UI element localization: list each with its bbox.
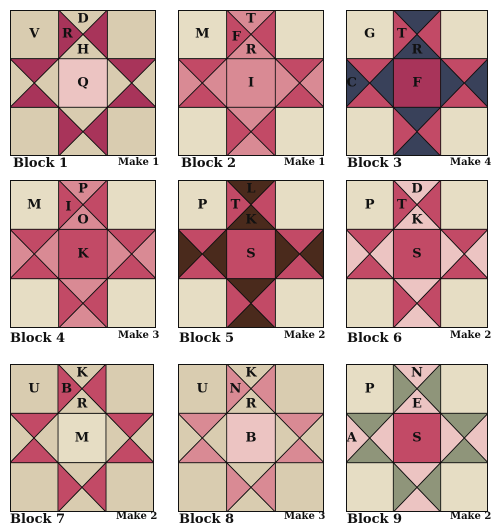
- piece-letter: T: [397, 28, 407, 41]
- corner-square: [10, 463, 58, 512]
- block-2-name: Block 2: [181, 156, 236, 171]
- piece-letter: K: [245, 366, 256, 379]
- corner-square: [10, 279, 59, 328]
- block-7-make: Make 2: [116, 511, 157, 522]
- piece-letter: S: [412, 248, 421, 261]
- block-1-make: Make 1: [118, 157, 159, 168]
- piece-letter: D: [77, 12, 88, 25]
- corner-square: [10, 107, 59, 156]
- piece-letter: P: [197, 198, 207, 211]
- corner-square: [441, 463, 488, 512]
- corner-square: [441, 279, 488, 328]
- corner-square: [441, 10, 488, 59]
- piece-letter: Q: [77, 77, 88, 90]
- block-5-make: Make 2: [284, 330, 325, 341]
- block-4: M PIO K: [10, 180, 156, 328]
- block-3-make: Make 4: [450, 157, 491, 168]
- piece-letter: M: [27, 198, 41, 211]
- corner-square: [275, 107, 324, 156]
- piece-letter: R: [62, 28, 73, 41]
- corner-square: [178, 279, 227, 328]
- corner-square: [107, 180, 156, 229]
- piece-letter: R: [77, 398, 88, 411]
- piece-letter: T: [246, 12, 256, 25]
- corner-square: [178, 463, 227, 512]
- piece-letter: S: [412, 432, 421, 445]
- piece-letter: N: [229, 382, 241, 395]
- piece-letter: C: [346, 77, 356, 90]
- piece-letter: R: [412, 43, 423, 56]
- piece-letter: U: [28, 382, 39, 395]
- block-3-name: Block 3: [347, 156, 402, 171]
- piece-letter: O: [77, 214, 88, 227]
- corner-square: [107, 10, 156, 59]
- piece-letter: K: [245, 214, 256, 227]
- block-3: G TR C F: [346, 10, 488, 156]
- corner-square: [441, 364, 488, 413]
- corner-square: [275, 10, 324, 59]
- piece-letter: A: [347, 432, 357, 445]
- piece-letter: V: [29, 28, 39, 41]
- corner-square: [275, 463, 324, 512]
- block-6-name: Block 6: [347, 331, 402, 346]
- block-8-make: Make 3: [284, 511, 325, 522]
- piece-letter: R: [246, 43, 257, 56]
- piece-letter: H: [77, 43, 89, 56]
- corner-square: [346, 107, 393, 156]
- piece-letter: L: [246, 182, 255, 195]
- corner-square: [346, 279, 393, 328]
- corner-square: [346, 463, 393, 512]
- block-2-make: Make 1: [284, 157, 325, 168]
- block-9: P N E A S: [346, 364, 488, 512]
- corner-square: [275, 279, 324, 328]
- piece-letter: P: [365, 198, 375, 211]
- piece-letter: F: [412, 77, 421, 90]
- piece-letter: U: [197, 382, 208, 395]
- block-6-make: Make 2: [450, 330, 491, 341]
- block-4-make: Make 3: [118, 330, 159, 341]
- corner-square: [106, 364, 154, 413]
- corner-square: [178, 107, 227, 156]
- piece-letter: K: [76, 366, 87, 379]
- piece-letter: F: [232, 30, 241, 43]
- corner-square: [441, 107, 488, 156]
- block-9-name: Block 9: [347, 512, 402, 527]
- block-1-name: Block 1: [13, 156, 68, 171]
- piece-letter: I: [248, 77, 254, 90]
- piece-letter: T: [397, 198, 407, 211]
- block-9-make: Make 2: [450, 511, 491, 522]
- block-6: P DTK S: [346, 180, 488, 328]
- corner-square: [275, 364, 324, 413]
- corner-square: [441, 180, 488, 229]
- block-8-name: Block 8: [179, 512, 234, 527]
- block-1: DRH V Q: [10, 10, 156, 156]
- piece-letter: N: [411, 366, 423, 379]
- piece-letter: K: [77, 248, 88, 261]
- piece-letter: B: [246, 432, 257, 445]
- block-5-name: Block 5: [179, 331, 234, 346]
- piece-letter: T: [231, 198, 241, 211]
- piece-letter: R: [246, 398, 257, 411]
- piece-letter: B: [61, 382, 72, 395]
- piece-letter: S: [246, 248, 255, 261]
- piece-letter: D: [411, 182, 422, 195]
- piece-letter: K: [411, 214, 422, 227]
- piece-letter: P: [78, 182, 88, 195]
- corner-square: [275, 180, 324, 229]
- block-4-name: Block 4: [10, 331, 65, 346]
- block-7-name: Block 7: [10, 512, 65, 527]
- corner-square: [107, 107, 156, 156]
- piece-letter: I: [65, 201, 71, 214]
- piece-letter: P: [365, 382, 375, 395]
- piece-letter: M: [195, 28, 209, 41]
- corner-square: [106, 463, 154, 512]
- corner-square: [107, 279, 156, 328]
- piece-letter: E: [412, 398, 422, 411]
- piece-letter: G: [364, 28, 375, 41]
- piece-letter: M: [75, 432, 89, 445]
